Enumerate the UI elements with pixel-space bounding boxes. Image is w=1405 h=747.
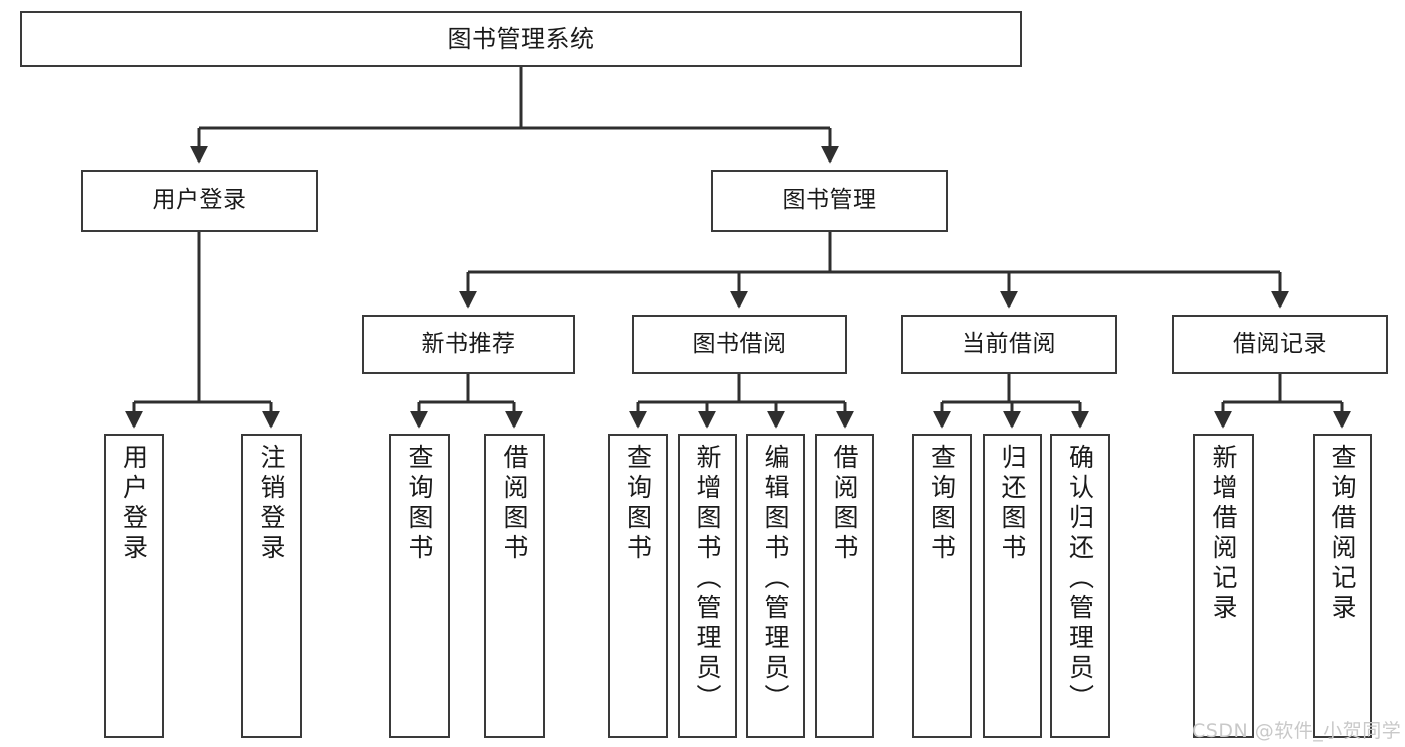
leaf-return-book[interactable]: 归还图书 (983, 434, 1042, 738)
leaf-query-book-1[interactable]: 查询图书 (389, 434, 450, 738)
node-label: 编辑图书（管理员） (761, 444, 790, 714)
node-label: 新增图书（管理员） (693, 444, 722, 714)
node-label: 确认归还（管理员） (1065, 444, 1095, 714)
node-borrowing-record[interactable]: 借阅记录 (1172, 315, 1388, 374)
node-label: 新书推荐 (421, 330, 516, 357)
node-label: 查询图书 (623, 444, 653, 564)
node-label: 注销登录 (257, 444, 286, 564)
leaf-borrow-book-2[interactable]: 借阅图书 (815, 434, 874, 738)
node-label: 查询借阅记录 (1328, 444, 1357, 624)
leaf-add-book[interactable]: 新增图书（管理员） (678, 434, 737, 738)
node-label: 图书管理 (782, 187, 877, 214)
node-book-management[interactable]: 图书管理 (711, 170, 948, 232)
node-label: 用户登录 (152, 187, 247, 214)
node-label: 借阅图书 (830, 444, 859, 564)
leaf-query-record[interactable]: 查询借阅记录 (1313, 434, 1372, 738)
node-user-login[interactable]: 用户登录 (81, 170, 318, 232)
leaf-edit-book[interactable]: 编辑图书（管理员） (746, 434, 805, 738)
leaf-query-book-2[interactable]: 查询图书 (608, 434, 668, 738)
node-label: 查询图书 (405, 444, 434, 564)
node-label: 图书管理系统 (447, 24, 595, 53)
node-label: 图书借阅 (692, 330, 787, 357)
leaf-confirm-return[interactable]: 确认归还（管理员） (1050, 434, 1110, 738)
leaf-add-record[interactable]: 新增借阅记录 (1193, 434, 1254, 738)
leaf-user-login[interactable]: 用户登录 (104, 434, 164, 738)
leaf-borrow-book-1[interactable]: 借阅图书 (484, 434, 545, 738)
leaf-logout[interactable]: 注销登录 (241, 434, 302, 738)
leaf-query-book-3[interactable]: 查询图书 (912, 434, 972, 738)
node-root-system[interactable]: 图书管理系统 (20, 11, 1022, 67)
node-book-borrowing[interactable]: 图书借阅 (632, 315, 847, 374)
node-label: 借阅记录 (1233, 330, 1327, 357)
node-label: 查询图书 (927, 444, 957, 564)
node-current-borrowing[interactable]: 当前借阅 (901, 315, 1117, 374)
node-label: 借阅图书 (500, 444, 529, 564)
node-new-book-recommendation[interactable]: 新书推荐 (362, 315, 575, 374)
node-label: 新增借阅记录 (1209, 444, 1238, 624)
csdn-watermark: CSDN @软件_小贺同学 (1192, 720, 1402, 742)
node-label: 用户登录 (119, 444, 149, 564)
node-label: 归还图书 (998, 444, 1027, 564)
node-label: 当前借阅 (962, 330, 1056, 357)
